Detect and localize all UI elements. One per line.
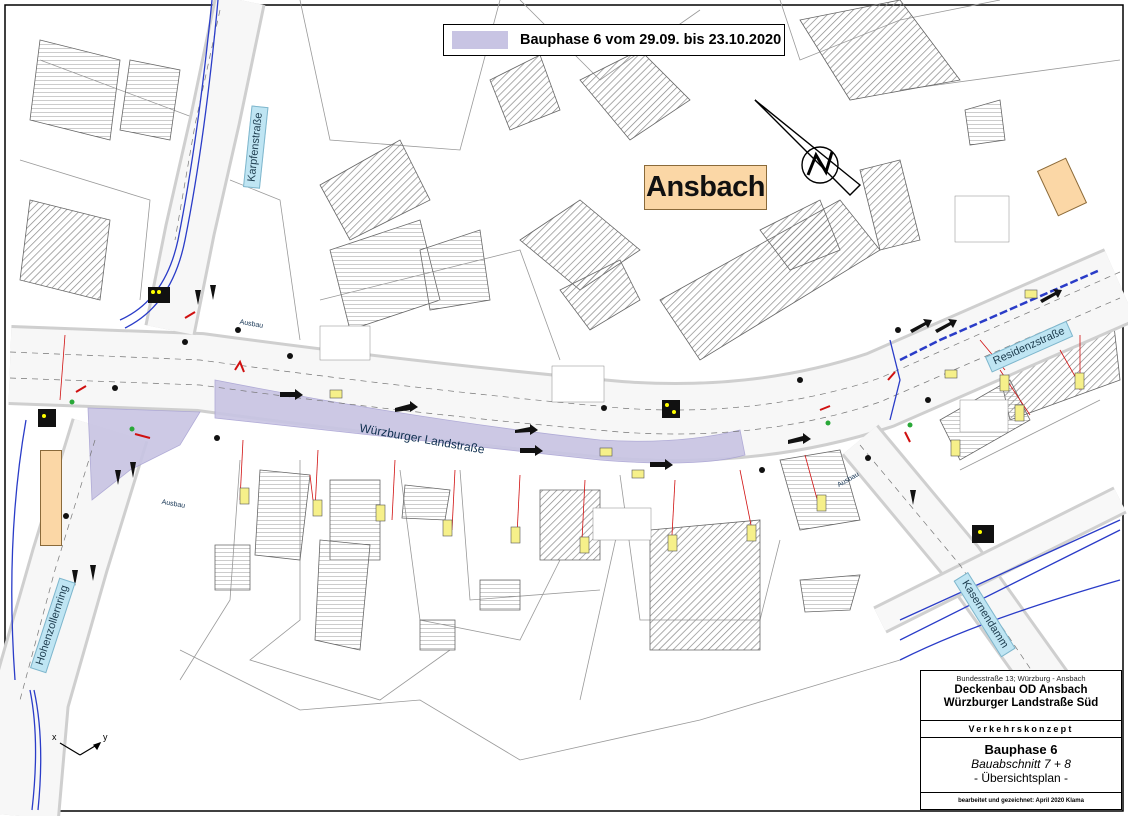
project-title-line2: Würzburger Landstraße Süd xyxy=(943,697,1099,709)
north-arrow-icon xyxy=(754,99,862,196)
section-label: Bauabschnitt 7 + 8 xyxy=(971,757,1071,771)
svg-text:y: y xyxy=(103,732,108,742)
lane-arrows xyxy=(72,285,1062,586)
temporary-signs xyxy=(75,311,911,443)
phase-legend: Bauphase 6 vom 29.09. bis 23.10.2020 xyxy=(443,24,785,56)
pavement-spec-boxes xyxy=(319,195,1010,541)
buildings xyxy=(19,0,1121,651)
phase-title: Bauphase 6 xyxy=(984,742,1058,757)
title-block: Bundesstraße 13; Würzburg - Ansbach Deck… xyxy=(920,670,1122,810)
title-block-header: Bundesstraße 13; Würzburg - Ansbach Deck… xyxy=(921,671,1121,721)
lane-markings xyxy=(9,9,1121,706)
signal-poles xyxy=(63,327,931,519)
svg-text:x: x xyxy=(52,732,57,742)
author-footer: bearbeitet und gezeichnet: April 2020 Kl… xyxy=(958,798,1084,804)
phase-legend-swatch xyxy=(452,31,508,49)
plan-type-label: - Übersichtsplan - xyxy=(973,771,1069,785)
city-label: Ansbach xyxy=(644,165,767,210)
direction-sign xyxy=(40,450,62,546)
phase-info: Bauphase 6 Bauabschnitt 7 + 8 - Übersich… xyxy=(921,738,1121,793)
phase-legend-text: Bauphase 6 vom 29.09. bis 23.10.2020 xyxy=(520,32,782,48)
traffic-signal-icon xyxy=(38,287,994,543)
station-labels xyxy=(239,289,1085,554)
project-title-line1: Deckenbau OD Ansbach xyxy=(954,684,1088,696)
concept-label: Verkehrskonzept xyxy=(921,721,1121,738)
construction-phase-area xyxy=(87,379,746,501)
road-designation: Bundesstraße 13; Würzburg - Ansbach xyxy=(956,674,1086,683)
coordinate-axes-icon: x y xyxy=(52,732,108,756)
